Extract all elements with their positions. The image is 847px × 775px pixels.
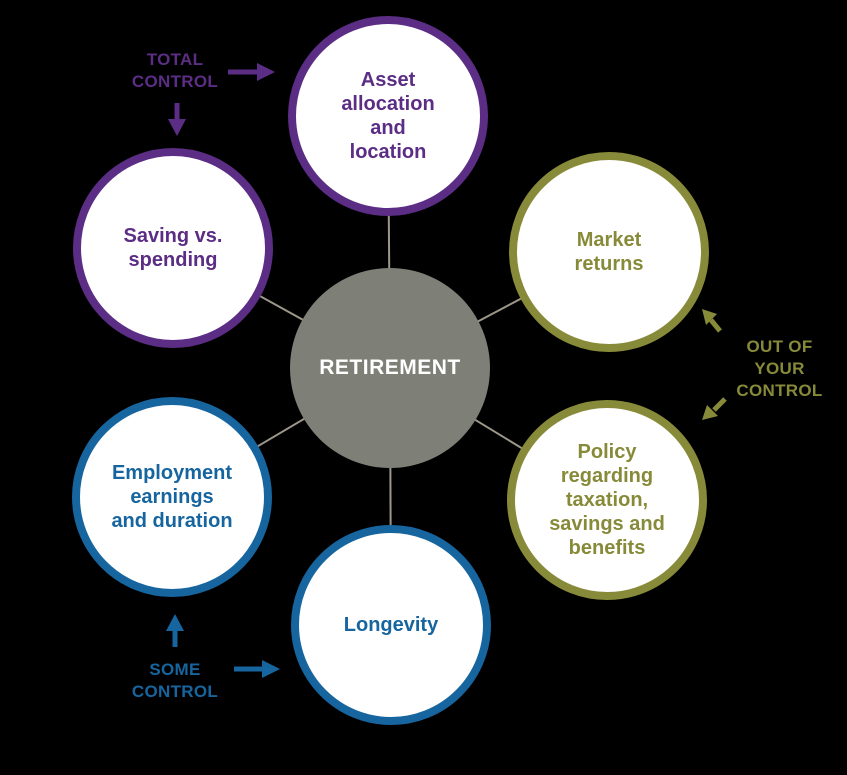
node-label: Policy regarding taxation, savings and b…	[549, 441, 665, 559]
node-employment-earnings-and-duration: Employment earnings and duration	[72, 397, 272, 597]
node-label: Asset allocation and location	[341, 69, 435, 163]
annotation-out-of-your-control: OUT OF YOUR CONTROL	[736, 337, 823, 400]
node-policy-regarding-taxation-savings-and-benefits: Policy regarding taxation, savings and b…	[507, 400, 707, 600]
arrow-head	[262, 660, 280, 678]
total-control-arrow-down-icon	[168, 103, 186, 136]
arrow-head	[702, 405, 718, 420]
arrow-head	[168, 119, 186, 136]
arrow-head	[166, 614, 184, 631]
hub-label: RETIREMENT	[319, 356, 461, 379]
arrow-head	[257, 63, 275, 81]
some-control-arrow-right-icon	[234, 660, 280, 678]
out-of-your-control-arrow-down-left-icon	[702, 397, 727, 420]
out-of-your-control-arrow-up-left-icon	[702, 309, 722, 333]
arrow-head	[702, 309, 717, 325]
annotation-some-control: SOME CONTROL	[131, 660, 219, 701]
some-control-arrow-up-icon	[166, 614, 184, 647]
node-label: Longevity	[343, 614, 439, 636]
node-market-returns: Market returns	[509, 152, 709, 352]
node-saving-vs-spending: Saving vs. spending	[73, 148, 273, 348]
hub-circle-retirement: RETIREMENT	[290, 268, 490, 468]
annotation-total-control: TOTAL CONTROL	[131, 50, 219, 91]
node-label: Market returns	[574, 229, 644, 275]
arrow-shaft	[709, 318, 722, 333]
node-asset-allocation-and-location: Asset allocation and location	[288, 16, 488, 216]
arrow-shaft	[712, 397, 727, 412]
node-label: Saving vs. spending	[123, 225, 223, 271]
total-control-arrow-right-icon	[228, 63, 275, 81]
node-longevity: Longevity	[291, 525, 491, 725]
node-label: Employment earnings and duration	[111, 462, 233, 532]
